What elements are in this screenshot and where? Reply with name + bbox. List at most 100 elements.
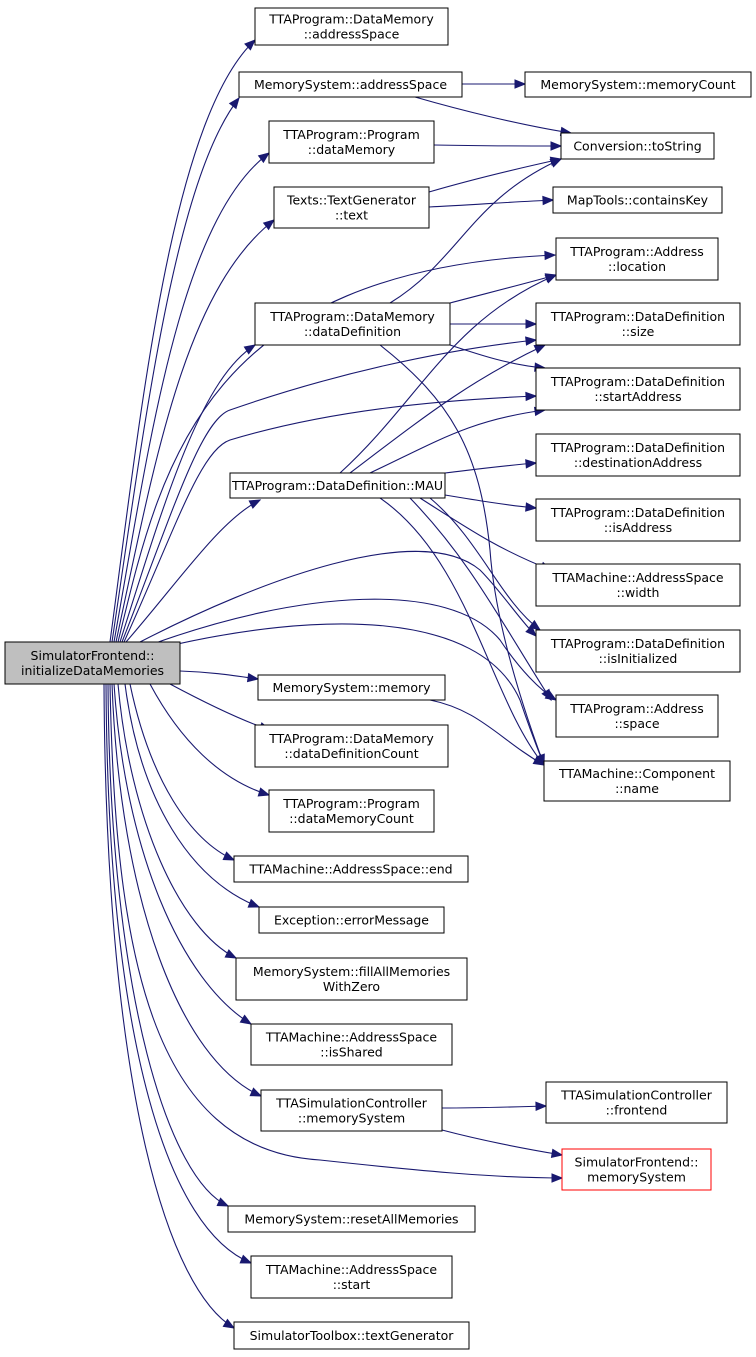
node-dd-isAddress[interactable]: TTAProgram::DataDefinition::isAddress <box>535 498 741 542</box>
node-addr-location[interactable]: TTAProgram::Address::location <box>555 237 719 281</box>
edges <box>103 39 573 1329</box>
node-comp-name[interactable]: TTAMachine::Component::name <box>543 760 731 802</box>
node-ms-memoryCount[interactable]: MemorySystem::memoryCount <box>524 71 752 98</box>
edge-arrowhead <box>246 672 260 683</box>
node-dd-size[interactable]: TTAProgram::DataDefinition::size <box>535 302 741 346</box>
node-addr-space[interactable]: TTAProgram::Address::space <box>555 694 719 738</box>
edge-arrowhead <box>549 158 563 168</box>
node-label-line: ::start <box>333 1277 371 1292</box>
edge-arrowhead <box>525 336 538 346</box>
call-edge <box>449 274 557 304</box>
edge-arrowhead <box>248 499 262 509</box>
node-label-line: MemorySystem::memoryCount <box>540 77 735 92</box>
call-edge <box>444 494 537 509</box>
edge-arrowhead <box>257 787 271 797</box>
node-box <box>254 302 451 346</box>
node-label-line: TTAProgram::DataDefinition::MAU <box>231 478 443 493</box>
call-edge <box>429 699 545 766</box>
node-prog-dataMemoryCount[interactable]: TTAProgram::Program::dataMemoryCount <box>268 789 435 833</box>
node-conv-toString[interactable]: Conversion::toString <box>560 132 715 160</box>
node-ms-resetAll[interactable]: MemorySystem::resetAllMemories <box>227 1205 476 1233</box>
edge-arrowhead <box>525 391 538 402</box>
node-dm-dataDefinitionCount[interactable]: TTAProgram::DataMemory::dataDefinitionCo… <box>254 724 449 768</box>
node-box <box>229 472 446 499</box>
node-sf-memorySystem[interactable]: SimulatorFrontend::memorySystem <box>561 1148 712 1191</box>
node-label-line: ::destinationAddress <box>574 455 702 470</box>
node-tsc-frontend[interactable]: TTASimulationController::frontend <box>545 1081 728 1124</box>
node-label-line: TTAProgram::DataDefinition <box>550 636 725 651</box>
node-box <box>535 302 741 346</box>
node-texts-text[interactable]: Texts::TextGenerator::text <box>273 186 430 229</box>
node-dd-destinationAddress[interactable]: TTAProgram::DataDefinition::destinationA… <box>535 433 741 477</box>
node-as-end[interactable]: TTAMachine::AddressSpace::end <box>233 855 469 883</box>
call-edge <box>109 39 256 643</box>
node-label-line: TTAProgram::DataDefinition <box>550 505 725 520</box>
node-root[interactable]: SimulatorFrontend::initializeDataMemorie… <box>4 641 181 685</box>
edge-arrowhead <box>551 1173 564 1183</box>
edge-arrowhead <box>535 1101 548 1112</box>
node-label-line: TTAProgram::DataMemory <box>268 731 434 746</box>
node-box <box>227 1205 476 1233</box>
call-edge <box>169 683 271 731</box>
node-box <box>535 498 741 542</box>
call-edge <box>179 670 259 680</box>
nodes: SimulatorFrontend::initializeDataMemorie… <box>4 7 752 1350</box>
edge-arrowhead <box>224 949 238 959</box>
node-label-line: TTAProgram::Program <box>282 127 420 142</box>
edge-arrowhead <box>257 152 271 164</box>
node-label-line: TTASimulationController <box>560 1088 713 1103</box>
node-label-line: ::isInitialized <box>599 651 678 666</box>
node-exc-errorMessage[interactable]: Exception::errorMessage <box>258 906 445 934</box>
node-box <box>535 629 741 673</box>
node-box <box>254 7 449 46</box>
node-label-line: ::isAddress <box>604 520 672 535</box>
node-label-line: MemorySystem::fillAllMemories <box>253 964 450 979</box>
node-dd-isInitialized[interactable]: TTAProgram::DataDefinition::isInitialize… <box>535 629 741 673</box>
node-dm-addressSpace[interactable]: TTAProgram::DataMemory::addressSpace <box>254 7 449 46</box>
call-edge <box>111 97 240 643</box>
node-label-line: TTAMachine::Component <box>558 766 715 781</box>
call-edge <box>379 344 545 766</box>
node-label-line: ::width <box>617 585 660 600</box>
node-ms-addressSpace[interactable]: MemorySystem::addressSpace <box>238 71 463 98</box>
node-prog-dataMemory[interactable]: TTAProgram::Program::dataMemory <box>268 120 435 164</box>
call-edge <box>428 158 562 193</box>
node-label-line: SimulatorFrontend:: <box>575 1155 699 1170</box>
node-box <box>238 71 463 98</box>
node-label-line: MemorySystem::memory <box>272 680 431 695</box>
node-ms-memory[interactable]: MemorySystem::memory <box>257 674 446 701</box>
node-box <box>555 237 719 281</box>
node-map-containsKey[interactable]: MapTools::containsKey <box>552 186 723 214</box>
node-label-line: ::startAddress <box>594 389 681 404</box>
call-edge <box>111 683 262 1097</box>
node-label-line: ::text <box>335 208 368 223</box>
node-box <box>233 1321 470 1350</box>
node-dd-startAddress[interactable]: TTAProgram::DataDefinition::startAddress <box>535 367 741 411</box>
node-as-width[interactable]: TTAMachine::AddressSpace::width <box>535 563 741 607</box>
node-box <box>250 1023 453 1066</box>
node-label-line: WithZero <box>323 979 380 994</box>
edge-arrowhead <box>262 219 276 231</box>
node-box <box>552 186 723 214</box>
node-dm-dataDefinition[interactable]: TTAProgram::DataMemory::dataDefinition <box>254 302 451 346</box>
edge-arrowhead <box>247 898 261 908</box>
call-edge <box>433 144 562 147</box>
node-label-line: SimulatorToolbox::textGenerator <box>250 1328 455 1343</box>
edge-arrowhead <box>514 79 527 89</box>
node-label-line: TTAProgram::DataDefinition <box>550 309 725 324</box>
node-tsc-memorySystem[interactable]: TTASimulationController::memorySystem <box>260 1089 443 1132</box>
edge-arrowhead <box>222 1318 236 1329</box>
node-as-isShared[interactable]: TTAMachine::AddressSpace::isShared <box>250 1023 453 1066</box>
node-st-textGenerator[interactable]: SimulatorToolbox::textGenerator <box>233 1321 470 1350</box>
node-dd-MAU[interactable]: TTAProgram::DataDefinition::MAU <box>229 472 446 499</box>
edge-arrowhead <box>228 96 240 110</box>
call-edge <box>117 683 237 959</box>
node-as-start[interactable]: TTAMachine::AddressSpace::start <box>250 1255 453 1299</box>
edge-arrowhead <box>525 319 538 329</box>
node-label-line: MapTools::containsKey <box>567 193 709 208</box>
edge-arrowhead <box>541 688 552 702</box>
node-label-line: TTAMachine::AddressSpace <box>265 1030 438 1045</box>
call-edge <box>441 1129 563 1156</box>
